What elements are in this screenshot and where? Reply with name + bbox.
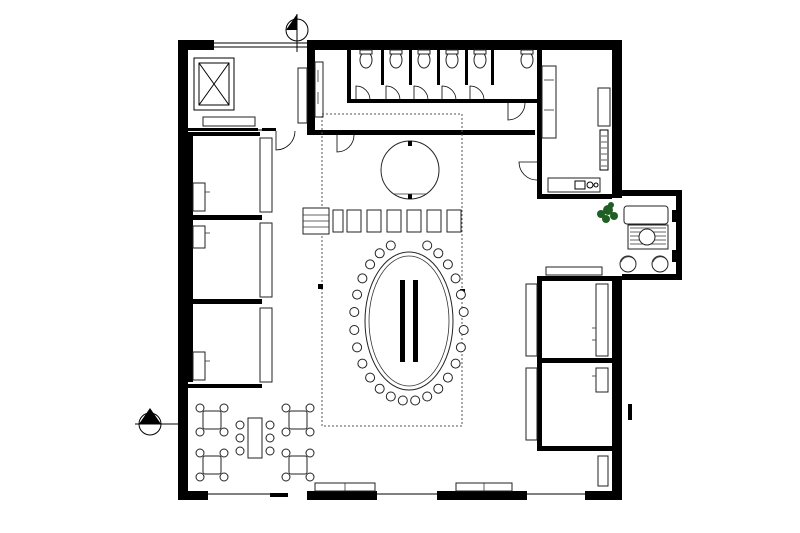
chair (458, 325, 469, 335)
elevator-shaft (188, 57, 296, 151)
chair (422, 240, 433, 251)
chair (352, 289, 363, 300)
left-offices (188, 132, 273, 388)
cafe-table-4 (281, 448, 315, 482)
oval-conference-table (349, 240, 469, 406)
wc-block (297, 40, 612, 199)
chair (357, 358, 368, 369)
balcony-lounge (619, 190, 682, 280)
chair (458, 307, 469, 317)
right-offices (525, 266, 632, 487)
chair (374, 383, 385, 394)
round-table (380, 140, 440, 200)
exterior-walls (178, 40, 622, 500)
top-window (208, 42, 585, 495)
chair (410, 395, 421, 406)
cafe-area (195, 403, 513, 492)
chair (433, 383, 444, 394)
chair (442, 259, 453, 270)
cafe-table-4 (195, 403, 229, 437)
toilet-stall (413, 45, 440, 101)
chair (450, 273, 461, 284)
plant-icon (597, 202, 618, 223)
toilet-stalls (355, 45, 534, 121)
oval-seats (349, 240, 469, 406)
bench-row (302, 207, 462, 235)
chair (365, 259, 376, 270)
chair (349, 307, 360, 317)
chair (450, 358, 461, 369)
chair (385, 391, 396, 402)
chair (442, 372, 453, 383)
chair (433, 248, 444, 259)
long-cafe-table (235, 417, 275, 459)
section-marker-icon (135, 408, 180, 436)
chair (422, 391, 433, 402)
chair (374, 248, 385, 259)
toilet-stall (441, 45, 468, 101)
north-arrow-icon (285, 14, 309, 52)
chair (365, 372, 376, 383)
toilet-stall (469, 45, 494, 101)
toilet-stall (355, 45, 384, 101)
chair (357, 273, 368, 284)
chair (349, 325, 360, 335)
chair (455, 289, 466, 300)
cafe-table-4 (281, 403, 315, 437)
chair (397, 395, 408, 406)
chair (352, 342, 363, 353)
accessible-toilet (507, 49, 534, 121)
chair (385, 240, 396, 251)
kitchenette (541, 65, 611, 193)
dashed-event-zone (321, 113, 463, 427)
chair (455, 342, 466, 353)
toilet-stall (385, 45, 412, 101)
cafe-table-4 (195, 448, 229, 482)
